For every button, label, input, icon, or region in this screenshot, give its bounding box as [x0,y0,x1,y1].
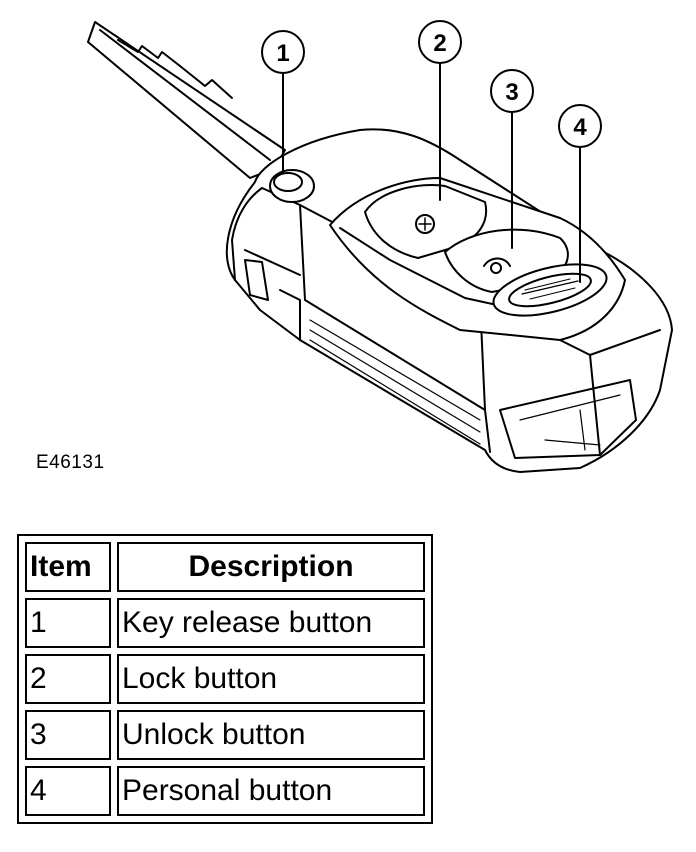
legend-table: Item Description 1 Key release button 2 … [17,534,433,824]
legend-item-description: Lock button [117,654,425,704]
callout-label-3: 3 [505,79,518,106]
key-blade [87,21,286,179]
callout-label-1: 1 [276,40,289,67]
key-fob-illustration: 1 2 3 4 [87,20,673,473]
legend-header-item: Item [25,542,111,592]
legend-header-description: Description [117,542,425,592]
callout-label-2: 2 [433,30,446,57]
callout-label-4: 4 [573,114,587,141]
table-row: 4 Personal button [25,766,425,816]
personal-button[interactable] [488,255,611,326]
brand-logo-icon [508,272,592,308]
lock-button[interactable] [364,184,488,259]
legend-item-description: Unlock button [117,710,425,760]
legend-item-number: 4 [25,766,111,816]
legend-item-description: Key release button [117,598,425,648]
key-release-button[interactable] [269,169,315,203]
legend-item-number: 2 [25,654,111,704]
callout-4 [558,104,602,148]
unlock-icon [483,257,511,274]
callout-1 [261,30,305,74]
figure-id: E46131 [36,452,105,473]
callout-leaders [282,62,581,283]
legend-item-number: 1 [25,598,111,648]
lock-icon [415,214,435,234]
legend-item-description: Personal button [117,766,425,816]
table-row: 1 Key release button [25,598,425,648]
callout-2 [418,20,462,64]
table-row: 2 Lock button [25,654,425,704]
table-row: 3 Unlock button [25,710,425,760]
callout-3 [490,69,534,113]
legend-item-number: 3 [25,710,111,760]
legend-header-row: Item Description [25,542,425,592]
